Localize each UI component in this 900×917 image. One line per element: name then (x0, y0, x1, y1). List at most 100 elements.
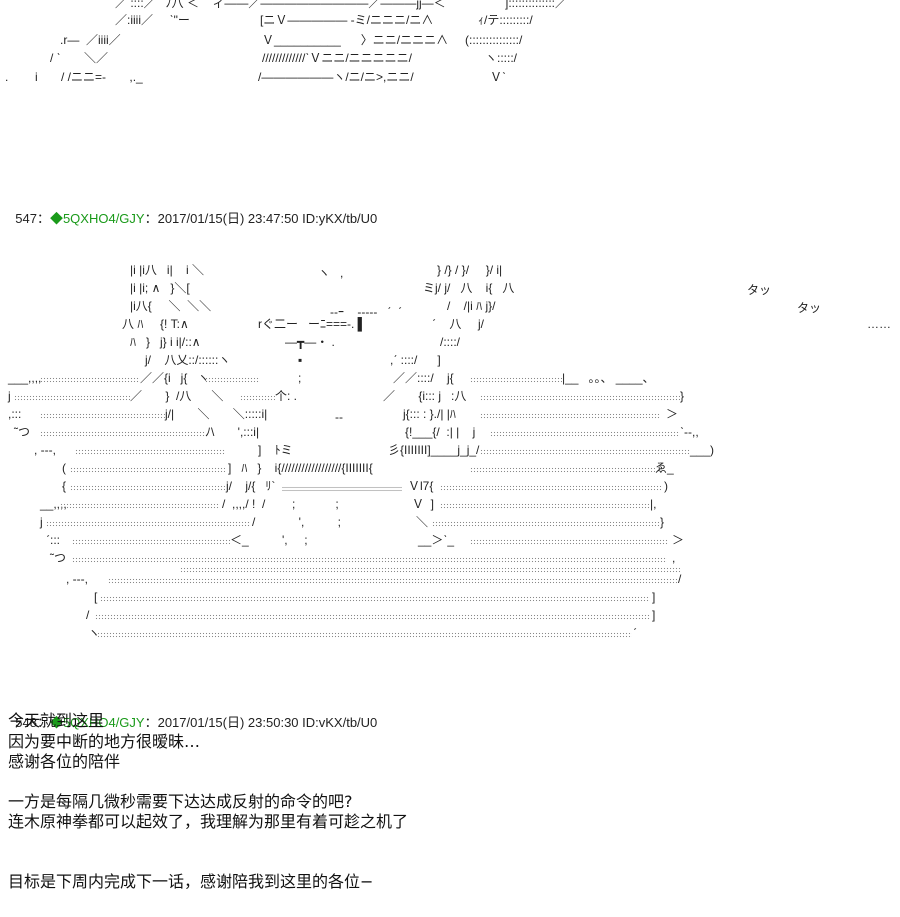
dotted-fill (14, 395, 130, 401)
art-line: } (660, 515, 665, 529)
post-separator: ： (36, 715, 50, 730)
art-line: ｨ/テ:::::::::/ (478, 13, 533, 27)
art-line: } /} / }/ }/ i| (437, 263, 503, 277)
art-line: ˋ--,, (680, 425, 699, 439)
art-line: ＞ (672, 533, 685, 547)
art-line: …… (867, 317, 891, 331)
poster-trip[interactable]: ◆5QXHO4/GJY (49, 715, 145, 730)
art-line: |__ 。。、 ____、 (562, 371, 655, 385)
art-line: ˊ 八 j/ (432, 317, 485, 331)
post-number: 547 (15, 211, 37, 226)
post-separator: ： (36, 211, 50, 226)
dotted-fill (240, 395, 275, 401)
art-line: rぐ二ー ーﾆ===-. ▌ (258, 317, 367, 331)
art-line: Ｖ__________ 〉ニニ/ニニニ∧ (262, 33, 449, 47)
dotted-fill (60, 503, 220, 509)
art-line: ／ ::::／ ﾉ八 ＜ ィ――／―――――――――／―――jj―＜ (115, 0, 446, 10)
post-line: 连木原神拳都可以起效了，我理解为那里有着可趁之机了 (8, 812, 409, 831)
dotted-fill (205, 377, 260, 383)
art-line: ミj/ j/ 八 i{ 八 (423, 281, 515, 295)
art-line: , ---, (34, 443, 56, 457)
art-line: --ｰ ----- ˊ ˊ (330, 305, 402, 319)
post-line: 一方是每隔几微秒需要下达达成反射的命令的吧? (8, 792, 353, 811)
art-line: , (672, 551, 676, 565)
art-line: j (40, 515, 43, 529)
dotted-fill (180, 567, 680, 573)
art-line: ヽ , (318, 266, 344, 280)
art-line: Ｖˋ (490, 70, 506, 84)
art-line: ,::: (8, 407, 22, 421)
art-line: ( (62, 461, 66, 475)
dotted-fill (100, 596, 650, 602)
art-line: j (8, 389, 11, 403)
art-line: 个: . (275, 389, 298, 403)
art-line: ˊ (633, 626, 637, 640)
dotted-fill (470, 539, 668, 545)
art-line: /::::/ (440, 335, 461, 349)
dotted-fill (70, 485, 225, 491)
art-line: ] (652, 590, 656, 604)
art-line: .r― ／iiii／ (60, 33, 121, 47)
art-line: ˜つ (14, 425, 30, 439)
art-line: / /|i ﾊ j}/ (447, 299, 496, 313)
art-line: ﾉ\ ',:::i| (205, 425, 260, 439)
post-header: 548：◆5QXHO4/GJY：2017/01/15(日) 23:50:30 I… (8, 697, 377, 731)
post-line: 感谢各位的陪伴 (8, 752, 121, 771)
art-line: ／ {i::: j :八 (383, 389, 467, 403)
dotted-fill (480, 449, 690, 455)
dotted-fill (440, 503, 650, 509)
art-line: ˜つ (50, 551, 66, 565)
post-datetime-id: ：2017/01/15(日) 23:50:30 ID:vKX/tb/U0 (144, 715, 378, 730)
art-line: ___,,,, (8, 371, 42, 385)
art-line: ; (298, 371, 302, 385)
art-line: /////////////ˋＶニニ/ニニニニニ/ (262, 51, 413, 65)
dotted-fill (75, 449, 225, 455)
dotted-fill (95, 614, 650, 620)
dotted-fill (108, 578, 678, 584)
art-line: ／／::::/ j{ (393, 371, 454, 385)
art-line: |i八{ ＼ ＼＼ (130, 299, 212, 313)
art-line: ゑ_ (655, 461, 674, 475)
art-line: ／／{i j{ ヽ (140, 371, 210, 385)
dotted-fill (97, 632, 632, 638)
art-line: -- (335, 410, 343, 424)
art-line: ,ˊ ::::/ ] (390, 353, 441, 367)
art-line: { (62, 479, 67, 493)
art-line: /――――――ヽ/ニ/ニ>,ニニ/ (258, 70, 414, 84)
art-line: タッ (797, 301, 822, 315)
art-line: ヽ:::::/ (485, 51, 518, 65)
art-line: ˊ::: (46, 533, 60, 547)
art-line: |i |i; ∧ }＼[ (130, 281, 190, 295)
art-line: ﾊ } j} i i|/::∧ (130, 335, 201, 349)
art-line: / ˋ ＼／ (50, 51, 109, 65)
dotted-fill (282, 486, 402, 492)
art-line: [ (94, 590, 98, 604)
art-line: } (680, 389, 685, 403)
art-line: |, (650, 497, 657, 511)
dotted-fill (470, 377, 562, 383)
dotted-fill (480, 395, 680, 401)
post-number: 548 (15, 715, 37, 730)
art-line: [ニＶ――――― -ミ/ニニニ/ニ∧ (260, 13, 434, 27)
art-line: j/| ＼ ＼:::::i| (165, 407, 268, 421)
art-line: ＜_ ', ; (230, 533, 308, 547)
dotted-fill (72, 557, 667, 563)
art-line: |i |i八 i| i ＼ (130, 263, 205, 277)
dotted-fill (40, 413, 165, 419)
art-line: __＞ˋ_ (418, 533, 455, 547)
art-line: / ,,,,/ ! / ; ; (222, 497, 339, 511)
poster-trip[interactable]: ◆5QXHO4/GJY (49, 211, 145, 226)
art-line: Ｖ ] (412, 497, 435, 511)
art-line: / (86, 608, 90, 622)
art-line: j{::: : }./| |ﾊ (403, 407, 456, 421)
art-line: タッ (747, 283, 772, 297)
art-line: ] ﾊ } i{//////////////////{IIIIIII{ (228, 461, 373, 475)
art-line: j/ 八乂::/::::::ヽ (145, 353, 231, 367)
art-line: ] ﾄミ (258, 443, 293, 457)
dotted-fill (40, 377, 140, 383)
art-line: ) (664, 479, 668, 493)
post-datetime-id: ：2017/01/15(日) 23:47:50 ID:yKX/tb/U0 (144, 211, 378, 226)
dotted-fill (72, 539, 230, 545)
dotted-fill (40, 431, 205, 437)
post-line: 目标是下周内完成下一话，感谢陪我到这里的各位− (8, 872, 374, 891)
